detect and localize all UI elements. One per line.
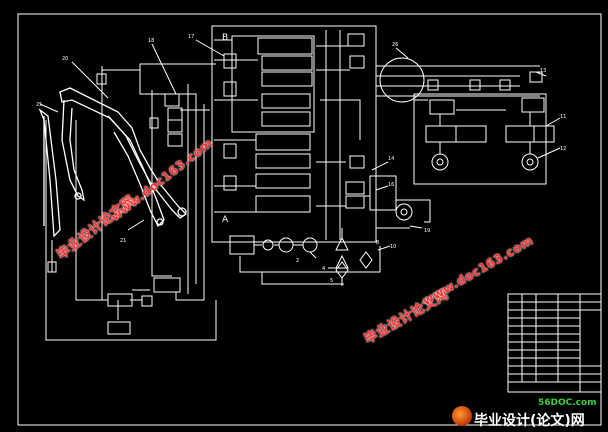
marker-19: 19 [424, 228, 430, 234]
marker-12: 12 [560, 146, 566, 152]
travel-valves [413, 71, 555, 185]
marker-8: 8 [376, 240, 379, 246]
main-valve-block [211, 25, 377, 243]
valve-stack-left [39, 43, 183, 231]
leader-lines [195, 39, 561, 269]
brand-logo-icon [452, 406, 472, 426]
title-block [507, 293, 602, 393]
marker-2: 2 [296, 258, 299, 264]
footer-brand: 毕业设计(论文)网 [474, 413, 585, 429]
marker-10: 10 [390, 244, 396, 250]
wiring-left [45, 63, 217, 341]
marker-4: 4 [322, 266, 325, 272]
marker-26: 26 [392, 42, 398, 48]
port-label-b: B [222, 33, 228, 43]
rotary-joint [376, 57, 540, 103]
control-boxes [107, 277, 181, 335]
marker-21: 21 [120, 238, 126, 244]
port-label-a: A [222, 215, 229, 225]
marker-20: 20 [62, 56, 68, 62]
marker-16: 16 [388, 182, 394, 188]
marker-13: 13 [540, 68, 546, 74]
drawing-frame [17, 13, 602, 426]
motor-unit [360, 175, 431, 229]
marker-5: 5 [330, 278, 333, 284]
pump-group [229, 228, 381, 286]
excavator-boom [38, 87, 188, 238]
marker-14: 14 [388, 156, 394, 162]
marker-18: 18 [148, 38, 154, 44]
marker-17: 17 [188, 34, 194, 40]
marker-11: 11 [560, 114, 566, 120]
footer-site: 56DOC.com [538, 398, 597, 408]
marker-25: 25 [36, 102, 42, 108]
